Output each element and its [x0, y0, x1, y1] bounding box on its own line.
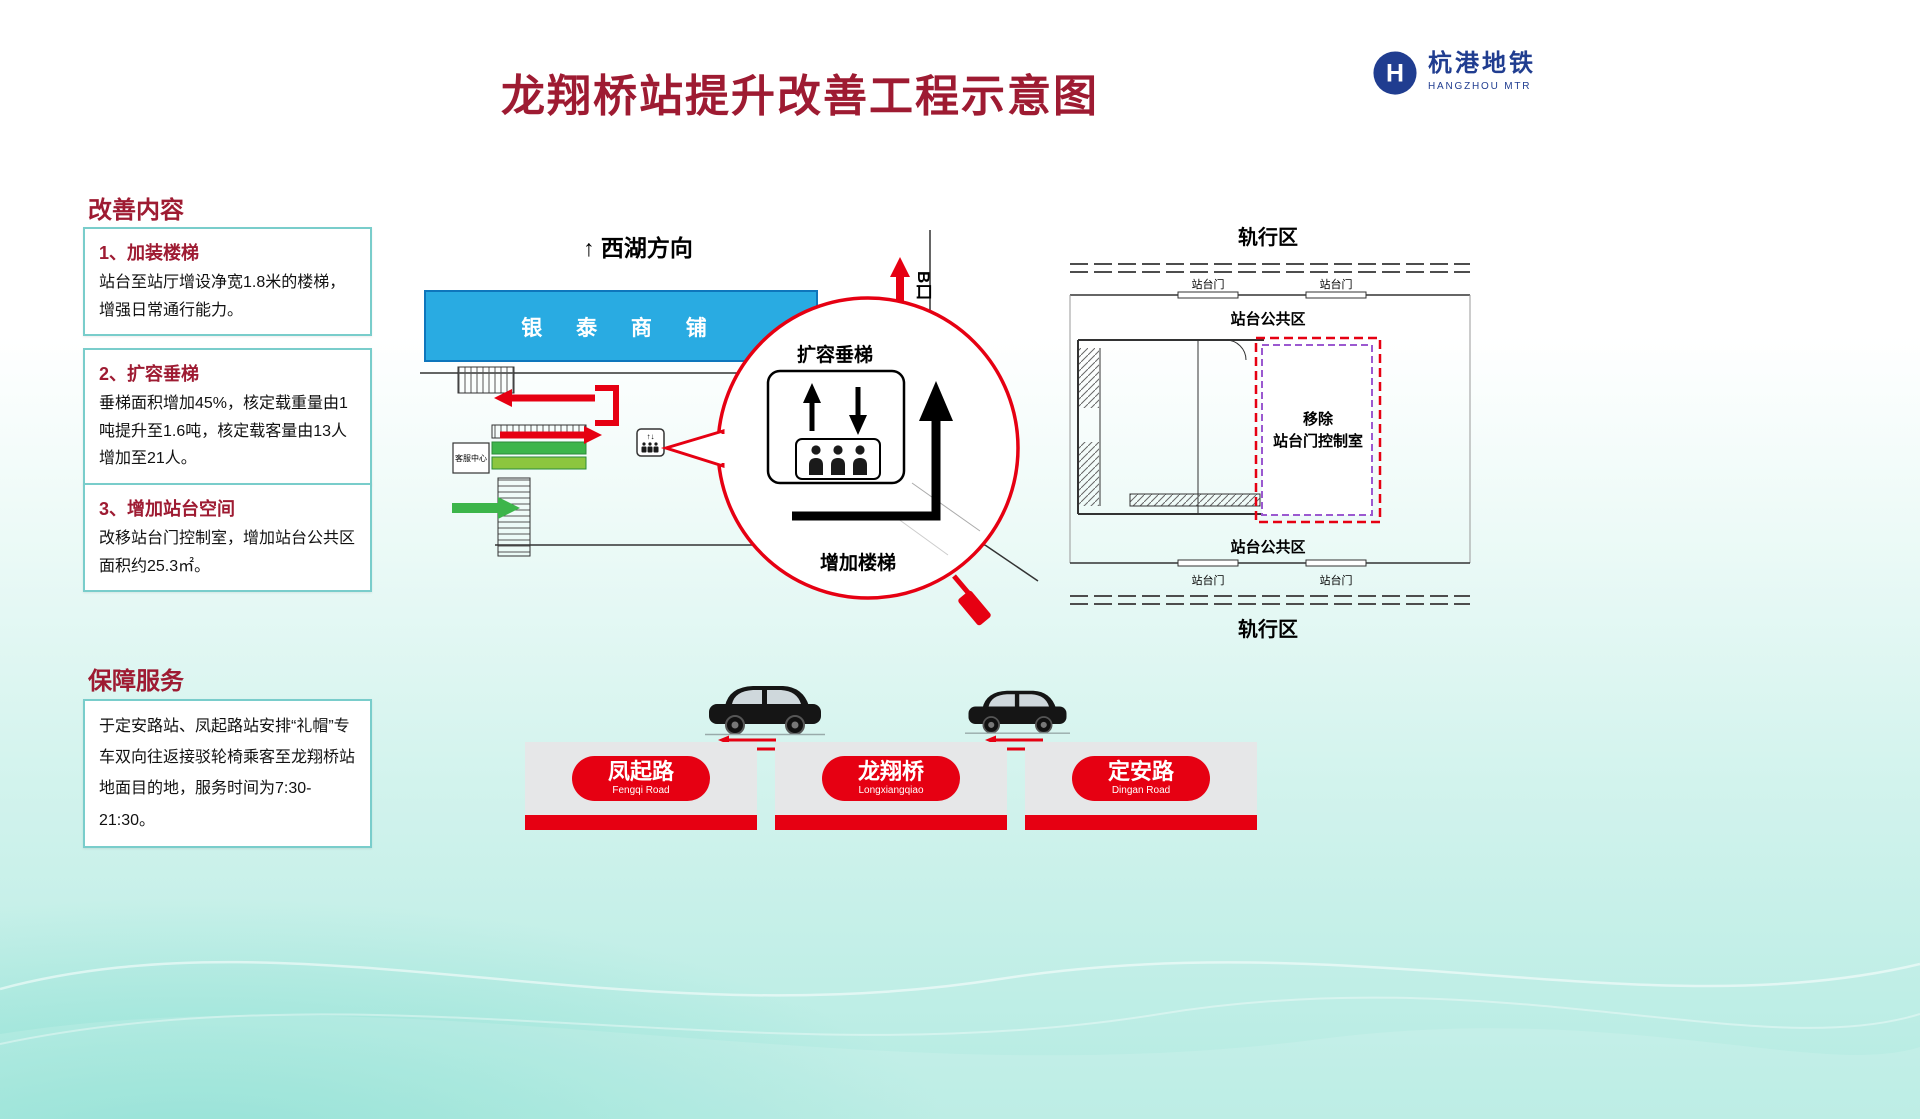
logo-h-glyph: H: [1386, 60, 1404, 88]
logo-text-block: 杭港地铁 HANGZHOU MTR: [1428, 50, 1536, 92]
control-room-outline-red: [1254, 336, 1382, 524]
removed-room-line1: 移除: [1303, 410, 1334, 428]
hatched-wall: [1079, 442, 1099, 506]
platform-rooms: [1069, 295, 1471, 563]
station-sign-longxiangqiao: 龙翔桥 Longxiangqiao: [775, 742, 1007, 830]
platform-door-label: 站台门: [1192, 573, 1225, 587]
station-pill: 凤起路 Fengqi Road: [572, 756, 710, 801]
concourse-plan-svg: 银 泰 商 铺: [420, 230, 1039, 626]
taxi-icon: [705, 686, 825, 736]
control-room-outline-purple: [1261, 344, 1373, 516]
station-name-en: Fengqi Road: [612, 785, 670, 796]
intime-shops-label: 银 泰 商 铺: [521, 316, 721, 340]
logo-text-cn: 杭港地铁: [1428, 50, 1536, 77]
callout-top-label: 扩容垂梯: [797, 343, 873, 366]
green-flow-arrow: [452, 497, 520, 519]
improvements-heading: 改善内容: [88, 197, 184, 224]
removed-room-line2: 站台门控制室: [1273, 432, 1363, 450]
new-stairs-arrow: [792, 381, 953, 521]
callout-bottom-label: 增加楼梯: [820, 551, 896, 574]
improvement-3-body: 改移站台门控制室，增加站台公共区面积约25.3㎡。: [99, 530, 356, 575]
service-center-label: 客服中心: [455, 453, 487, 463]
elevator-detail-icon: [766, 369, 906, 485]
red-flow-arrows: [494, 385, 619, 444]
public-area-top-label: 站台公共区: [1230, 310, 1305, 328]
station-name-cn: 龙翔桥: [857, 759, 924, 784]
person-icons: [809, 445, 867, 475]
taxi-icon: [965, 690, 1070, 734]
stairs-icon: [497, 477, 531, 557]
sign-red-bar: [775, 815, 1007, 830]
improvement-item-2: 2、扩容垂梯 垂梯面积增加45%，核定载重量由1吨提升至1.6吨，核定载客量由1…: [83, 348, 372, 485]
track-area-top-label: 轨行区: [1238, 225, 1298, 249]
improvement-2-body: 垂梯面积增加45%，核定载重量由1吨提升至1.6吨，核定载客量由13人增加至21…: [99, 395, 348, 468]
elevator-arrows-glyph: ↑↓: [647, 432, 655, 441]
callout-pointer: [660, 428, 725, 469]
station-name-en: Dingan Road: [1111, 785, 1171, 796]
public-area-bottom-label: 站台公共区: [1230, 538, 1305, 556]
station-name-cn: 定安路: [1107, 759, 1174, 784]
removed-control-room: 移除 站台门控制室: [1254, 336, 1382, 524]
escalator-strip: [491, 456, 587, 470]
improvement-1-body: 站台至站厅增设净宽1.8米的楼梯，增强日常通行能力。: [99, 274, 346, 319]
services-box: 于定安路站、凤起路站安排“礼帽”专车双向往返接驳轮椅乘客至龙翔桥站地面目的地，服…: [83, 699, 372, 848]
improvement-3-title: 3、增加站台空间: [99, 499, 236, 519]
sign-red-bar: [1025, 815, 1257, 830]
escalator-strip: [491, 441, 587, 455]
page-title: 龙翔桥站提升改善工程示意图: [501, 72, 1099, 121]
track-lines-bottom: [1070, 595, 1470, 605]
improvement-1-title: 1、加装楼梯: [99, 243, 200, 263]
elevator-icon: ↑↓: [636, 428, 665, 457]
exit-b-label: B口: [914, 271, 933, 300]
elevator-callout: 扩容垂梯: [660, 296, 1020, 626]
stairs-icon: [457, 366, 515, 394]
sign-red-bar: [525, 815, 757, 830]
concourse-diagram: ↑ 西湖方向 银 泰 商 铺: [420, 225, 1060, 645]
intime-shops-block: 银 泰 商 铺: [424, 290, 818, 362]
station-pill: 龙翔桥 Longxiangqiao: [822, 756, 960, 801]
hatched-wall: [1129, 493, 1261, 507]
westlake-direction-label: ↑ 西湖方向: [583, 235, 693, 261]
platform-plan-svg: 轨行区 站台门 站台门 站台公共区: [1069, 225, 1471, 641]
station-pill: 定安路 Dingan Road: [1072, 756, 1210, 801]
wave-fill: [0, 1015, 1920, 1119]
station-sign-fengqi: 凤起路 Fengqi Road: [525, 742, 757, 830]
logo-text-en: HANGZHOU MTR: [1428, 81, 1532, 92]
service-center-box: 客服中心: [452, 442, 490, 474]
platform-bottom-edge: [1070, 559, 1470, 567]
logo-circle: [1373, 51, 1417, 95]
platform-door-label: 站台门: [1320, 277, 1353, 291]
wave-line: [0, 996, 1920, 1045]
magnifier-handle: [958, 590, 991, 626]
wave-line: [0, 960, 1920, 997]
services-body: 于定安路站、凤起路站安排“礼帽”专车双向往返接驳轮椅乘客至龙翔桥站地面目的地，服…: [99, 718, 356, 829]
mtr-logo-icon: H: [1372, 50, 1418, 96]
station-sign-dingan: 定安路 Dingan Road: [1025, 742, 1257, 830]
hatched-wall: [1079, 348, 1099, 408]
track-lines-top: [1070, 263, 1470, 273]
door-arc: [1225, 339, 1247, 361]
hangzhou-mtr-logo: H 杭港地铁 HANGZHOU MTR: [1372, 50, 1536, 96]
track-area-bottom-label: 轨行区: [1238, 617, 1298, 641]
services-heading: 保障服务: [88, 668, 184, 695]
platform-door-label: 站台门: [1320, 573, 1353, 587]
improvement-item-3: 3、增加站台空间 改移站台门控制室，增加站台公共区面积约25.3㎡。: [83, 483, 372, 593]
improvement-item-1: 1、加装楼梯 站台至站厅增设净宽1.8米的楼梯，增强日常通行能力。: [83, 227, 372, 337]
platform-diagram: 轨行区 站台门 站台门 站台公共区: [1060, 222, 1480, 647]
improvement-2-title: 2、扩容垂梯: [99, 364, 200, 384]
station-name-cn: 凤起路: [607, 759, 674, 784]
station-name-en: Longxiangqiao: [858, 785, 924, 796]
stairs-and-escalators: [457, 366, 587, 557]
platform-door-label: 站台门: [1192, 277, 1225, 291]
platform-top-edge: [1070, 291, 1470, 299]
